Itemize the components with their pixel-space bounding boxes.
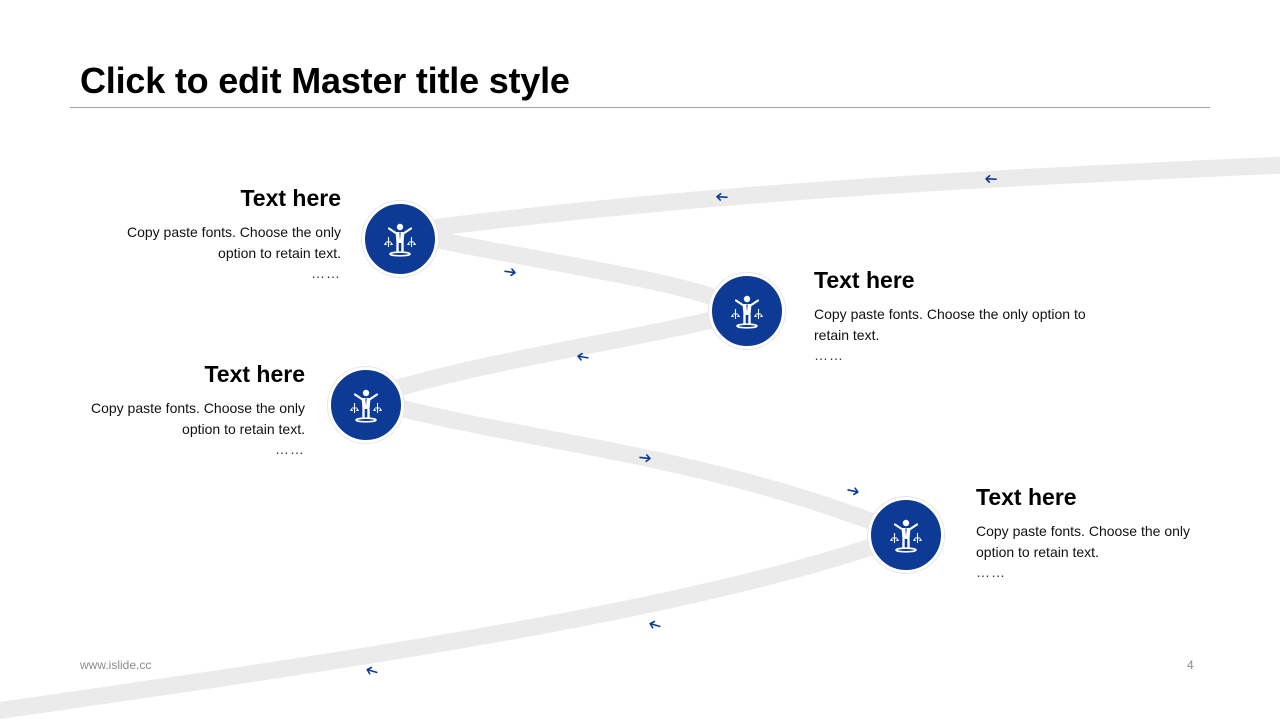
step-4-node (868, 497, 944, 573)
step-ellipsis: …… (814, 347, 844, 363)
step-body[interactable]: Copy paste fonts. Choose the only option… (90, 400, 305, 437)
step-3-text: Text here Copy paste fonts. Choose the o… (64, 360, 305, 459)
arrow-left-icon (985, 174, 997, 183)
step-ellipsis: …… (311, 265, 341, 281)
page-number: 4 (1187, 658, 1194, 672)
step-body[interactable]: Copy paste fonts. Choose the only option… (976, 523, 1191, 560)
step-1-node (362, 201, 438, 277)
step-heading[interactable]: Text here (976, 484, 1077, 510)
arrow-left-icon (649, 620, 661, 629)
step-3-node (328, 367, 404, 443)
step-body[interactable]: Copy paste fonts. Choose the only option… (126, 224, 341, 261)
arrow-left-icon (577, 352, 589, 361)
step-body[interactable]: Copy paste fonts. Choose the only option… (814, 306, 1086, 343)
step-2-node (709, 273, 785, 349)
arrow-left-icon (716, 192, 728, 201)
step-heading[interactable]: Text here (204, 361, 305, 387)
step-ellipsis: …… (976, 564, 1006, 580)
step-2-text: Text here Copy paste fonts. Choose the o… (814, 266, 1114, 365)
step-heading[interactable]: Text here (814, 267, 915, 293)
title-divider (70, 107, 1210, 108)
balance-person-icon (727, 291, 767, 331)
road-path (0, 156, 1280, 720)
slide-title[interactable]: Click to edit Master title style (80, 60, 570, 101)
step-4-text: Text here Copy paste fonts. Choose the o… (976, 483, 1216, 582)
step-heading[interactable]: Text here (240, 185, 341, 211)
balance-person-icon (886, 515, 926, 555)
step-1-text: Text here Copy paste fonts. Choose the o… (100, 184, 341, 283)
balance-person-icon (346, 385, 386, 425)
step-ellipsis: …… (275, 441, 305, 457)
arrow-right-icon (847, 487, 859, 496)
balance-person-icon (380, 219, 420, 259)
footer-website: www.islide.cc (80, 658, 152, 672)
arrow-left-icon (366, 666, 378, 675)
arrow-right-icon (639, 454, 651, 463)
arrow-right-icon (504, 268, 516, 277)
